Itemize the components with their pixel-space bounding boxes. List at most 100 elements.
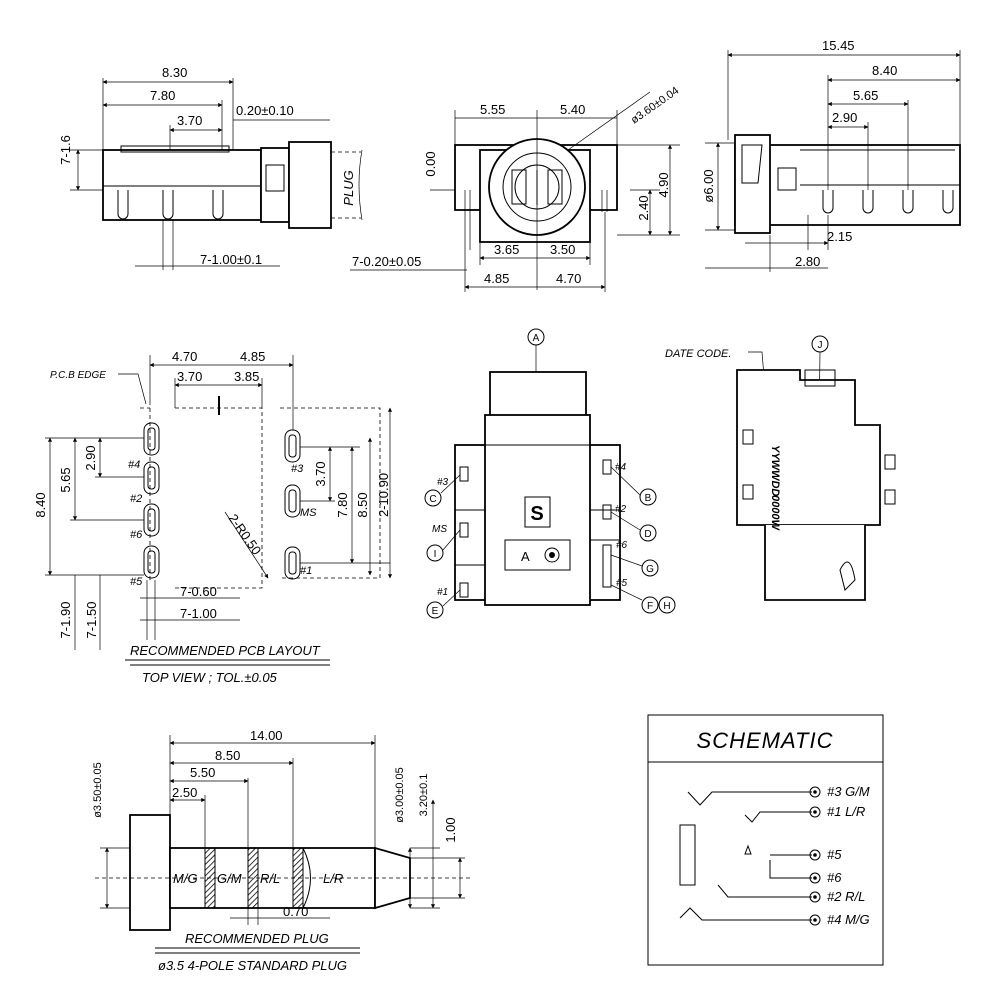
front-dim-000: 0.00 bbox=[423, 151, 438, 176]
top-view-label-box bbox=[504, 539, 571, 571]
top-view-callouts: C B D I G E F H bbox=[424, 466, 676, 619]
top-view-logo: S bbox=[530, 503, 543, 525]
pcb-pin-4: #4 bbox=[128, 459, 140, 471]
bottom-marking-1: YYWWDD bbox=[769, 445, 781, 496]
pcb-dim-565: 5.65 bbox=[58, 467, 73, 492]
top-pin-6: #6 bbox=[616, 540, 628, 551]
top-view-sleeve bbox=[489, 371, 587, 418]
plug-caption-1: RECOMMENDED PLUG bbox=[185, 931, 329, 946]
pcb-dim-7-100: 7-1.00 bbox=[180, 606, 217, 621]
side-dim-7-16: 7-1.6 bbox=[58, 135, 73, 165]
callout-d: D bbox=[644, 529, 651, 540]
side-view-body bbox=[102, 149, 262, 221]
side-dim-370: 3.70 bbox=[177, 113, 202, 128]
top-pin-5: #5 bbox=[616, 578, 628, 589]
pcb-dim-840: 8.40 bbox=[33, 492, 48, 517]
plug-dim-100: 1.00 bbox=[443, 817, 458, 842]
pcb-dim-370r: 3.70 bbox=[313, 461, 328, 486]
pcb-dim-780: 7.80 bbox=[335, 492, 350, 517]
callout-g: G bbox=[646, 564, 654, 575]
pcb-pads-left bbox=[143, 422, 160, 579]
bottom-view: DATE CODE. J YYWWDD 0000W bbox=[665, 335, 896, 601]
front-dim-555: 5.55 bbox=[480, 102, 505, 117]
date-code-label: DATE CODE. bbox=[665, 348, 731, 360]
plug-dim-070: 0.70 bbox=[283, 904, 308, 919]
right-dim-1545: 15.45 bbox=[822, 38, 855, 53]
right-dim-280: 2.80 bbox=[795, 254, 820, 269]
top-view: A S A #3 #4 #2 MS #6 #1 #5 C B bbox=[424, 328, 676, 619]
pcb-dim-470: 4.70 bbox=[172, 349, 197, 364]
pcb-dim-290: 2.90 bbox=[83, 445, 98, 470]
schematic-plug-symbol bbox=[679, 824, 696, 886]
pcb-pin-5: #5 bbox=[130, 576, 143, 588]
right-dim-565: 5.65 bbox=[853, 88, 878, 103]
schematic-pin-2: #2 R/L bbox=[827, 889, 865, 904]
right-view-pins bbox=[822, 190, 954, 214]
callout-c: C bbox=[429, 494, 436, 505]
schematic-frame bbox=[647, 714, 884, 966]
schematic-terminals bbox=[809, 786, 821, 926]
schematic: SCHEMATIC #3 G/M #1 L/R #5 #6 #2 R/L #4 … bbox=[647, 714, 884, 966]
side-dim-780: 7.80 bbox=[150, 88, 175, 103]
pcb-dim-r050: 2-R0.50 bbox=[226, 511, 265, 557]
side-view-shoulder bbox=[260, 147, 290, 223]
side-dim-pin-width: 7-1.00±0.1 bbox=[200, 252, 262, 267]
plug-dim-dia300: ø3.00±0.05 bbox=[394, 767, 406, 823]
pcb-dim-485: 4.85 bbox=[240, 349, 265, 364]
right-view-front-flange bbox=[734, 134, 771, 234]
plug-seg-gm: G/M bbox=[217, 871, 242, 886]
top-pin-4: #4 bbox=[615, 462, 627, 473]
bottom-marking-2: 0000W bbox=[769, 495, 781, 531]
pcb-pin-ms: MS bbox=[300, 507, 317, 519]
side-view-plug-sleeve bbox=[288, 141, 332, 229]
callout-e: E bbox=[432, 606, 439, 617]
callout-i: I bbox=[434, 549, 437, 560]
schematic-pin-5: #5 bbox=[827, 847, 842, 862]
pcb-pin-3: #3 bbox=[291, 463, 304, 475]
callout-f: F bbox=[647, 601, 653, 612]
pcb-dim-385: 3.85 bbox=[234, 369, 259, 384]
plug-dim-550: 5.50 bbox=[190, 765, 215, 780]
plug-dim-850: 8.50 bbox=[215, 748, 240, 763]
side-dim-020: 0.20±0.10 bbox=[236, 103, 294, 118]
side-view: PLUG 8.30 7.80 3.70 0.20±0.10 7-1.6 7-1.… bbox=[58, 65, 363, 270]
pcb-pin-2: #2 bbox=[130, 493, 142, 505]
schematic-pin-3: #3 G/M bbox=[827, 784, 870, 799]
right-dim-290: 2.90 bbox=[832, 110, 857, 125]
callout-h: H bbox=[663, 601, 670, 612]
front-view: 5.55 5.40 ø3.60±0.04 0.00 4.90 2.40 3.65… bbox=[350, 85, 681, 292]
front-dim-470: 4.70 bbox=[556, 271, 581, 286]
pcb-caption-1: RECOMMENDED PCB LAYOUT bbox=[130, 643, 321, 658]
pcb-pads-right bbox=[284, 429, 301, 580]
pcb-pin-1: #1 bbox=[300, 565, 312, 577]
top-pin-3: #3 bbox=[437, 477, 449, 488]
schematic-pin-1: #1 L/R bbox=[827, 804, 865, 819]
plug-dim-1400: 14.00 bbox=[250, 728, 283, 743]
pcb-caption-2: TOP VIEW ; TOL.±0.05 bbox=[142, 670, 278, 685]
schematic-pin-4: #4 M/G bbox=[827, 912, 870, 927]
front-dim-485: 4.85 bbox=[484, 271, 509, 286]
schematic-title: SCHEMATIC bbox=[697, 728, 834, 753]
front-dim-490: 4.90 bbox=[656, 172, 671, 197]
front-dim-240: 2.40 bbox=[636, 195, 651, 220]
plug-seg-mg: M/G bbox=[173, 871, 198, 886]
plug-seg-rl: R/L bbox=[260, 871, 280, 886]
top-pin-2: #2 bbox=[615, 504, 627, 515]
side-view-pins bbox=[117, 190, 224, 220]
callout-a: A bbox=[533, 333, 540, 344]
front-dim-365: 3.65 bbox=[494, 242, 519, 257]
top-view-body-letter: A bbox=[521, 549, 530, 564]
plug-dim-dia350: ø3.50±0.05 bbox=[92, 762, 104, 818]
pcb-dim-7-060: 7-0.60 bbox=[180, 584, 217, 599]
bottom-view-body bbox=[736, 369, 881, 526]
pcb-dim-850: 8.50 bbox=[355, 492, 370, 517]
callout-j: J bbox=[818, 340, 823, 351]
front-dim-pin-thickness: 7-0.20±0.05 bbox=[352, 254, 421, 269]
side-view-plug-label: PLUG bbox=[341, 170, 356, 205]
pcb-layout: P.C.B EDGE #4 #2 #6 #5 #3 MS #1 4.70 4.8 bbox=[33, 349, 393, 685]
top-pin-1: #1 bbox=[437, 587, 448, 598]
schematic-pin-6: #6 bbox=[827, 870, 842, 885]
top-pin-ms: MS bbox=[432, 524, 447, 535]
side-dim-830: 8.30 bbox=[162, 65, 187, 80]
